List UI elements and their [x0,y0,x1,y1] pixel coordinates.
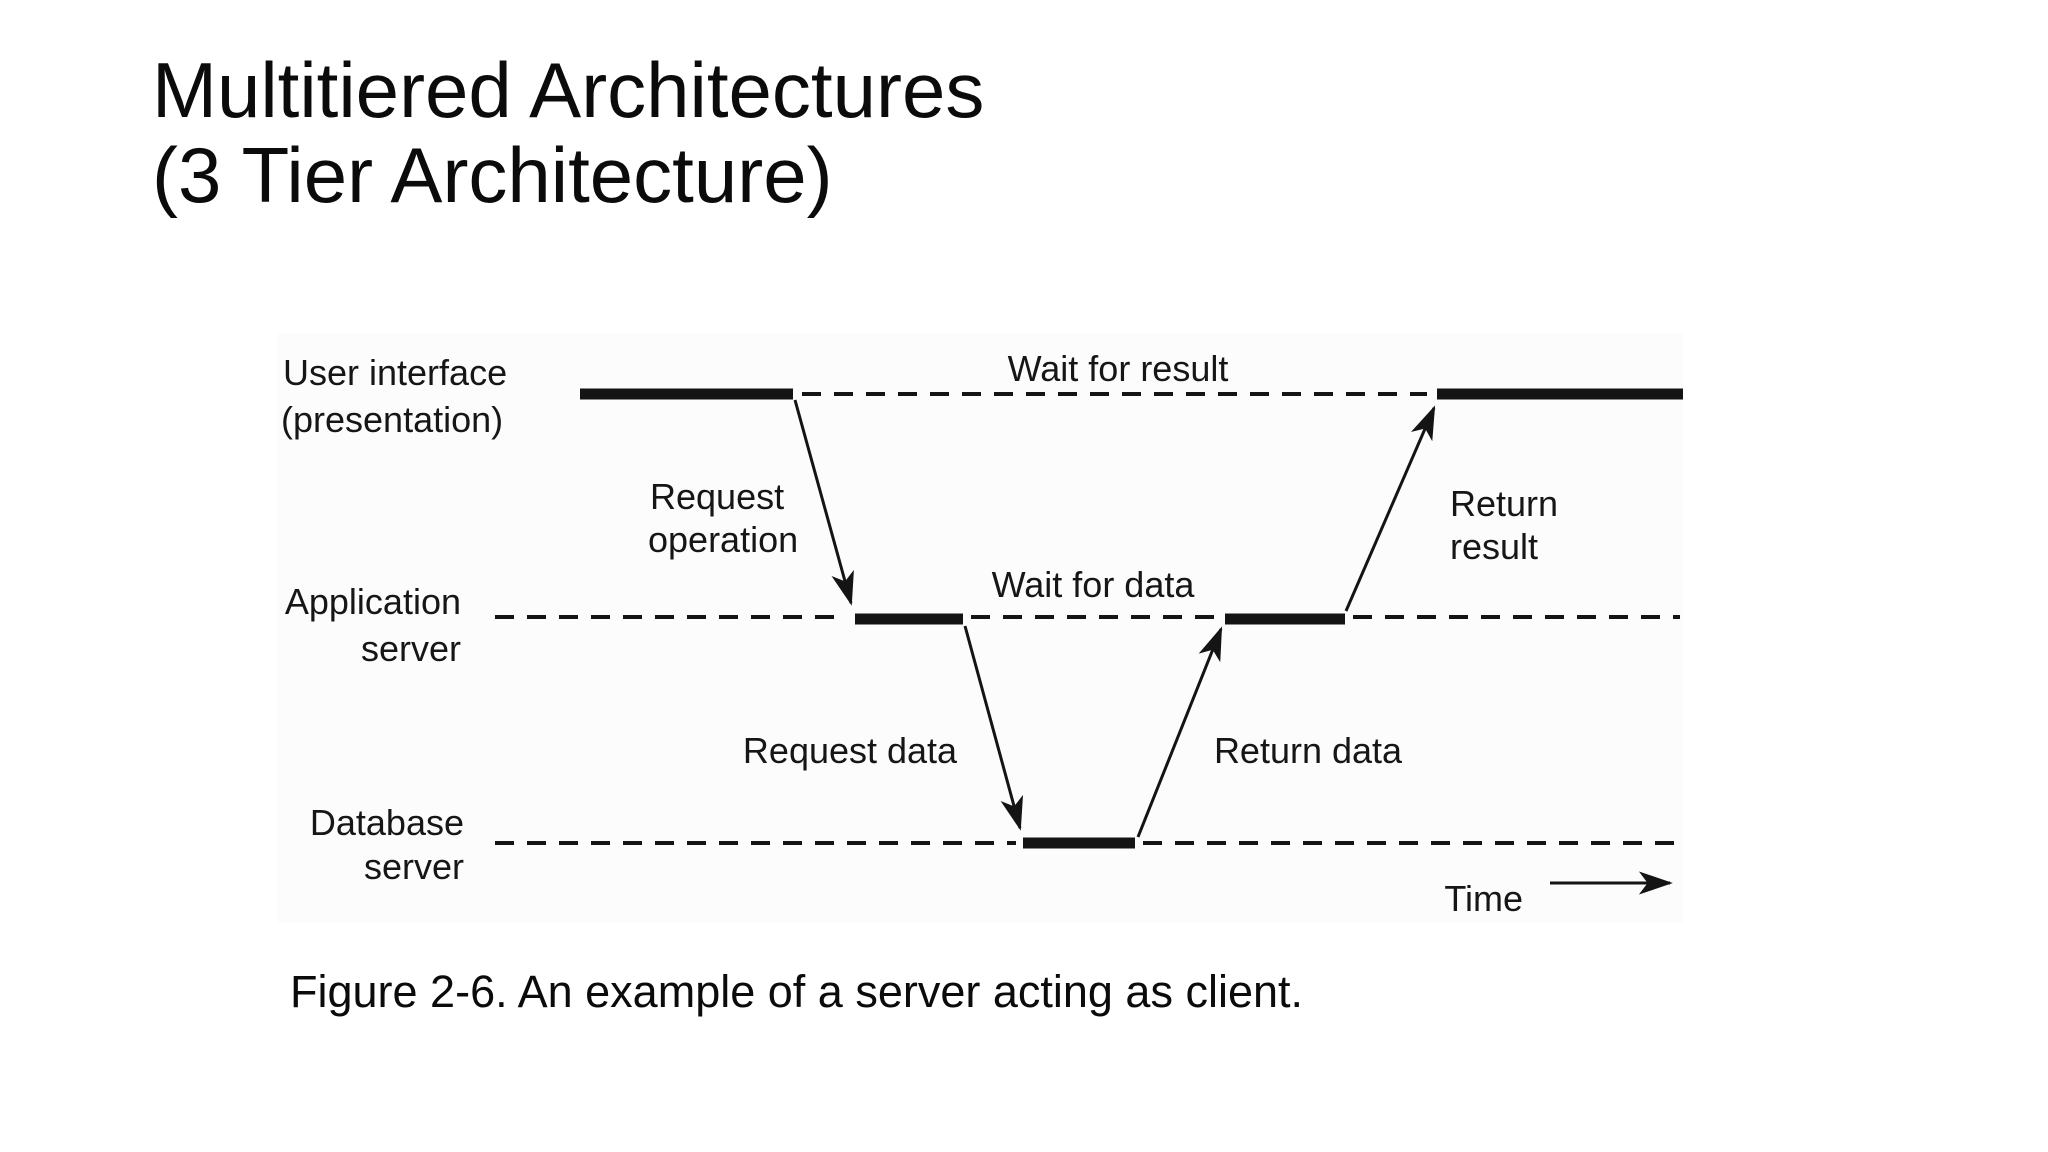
lifeline-label-application-line2: server [361,628,461,669]
return-data-arrow [1136,626,1223,838]
lifeline-label-database-line2: server [364,846,464,887]
request-data-label: Request data [743,730,958,771]
lifeline-label-user-interface-line2: (presentation) [281,399,503,440]
figure-caption: Figure 2-6. An example of a server actin… [290,966,1304,1017]
return-result-label-line1: Return [1450,483,1558,524]
slide-title-line2: (3 Tier Architecture) [152,131,833,220]
wait-for-result-label: Wait for result [1008,348,1229,389]
sequence-diagram-canvas: User interface (presentation) Applicatio… [281,348,1683,919]
request-operation-label-line2: operation [648,519,798,560]
return-result-label: Return result [1450,483,1558,567]
lifeline-label-user-interface-line1: User interface [283,352,507,393]
lifeline-label-application-server: Application server [285,581,461,669]
time-axis-label: Time [1444,878,1523,919]
application-server-lifeline [495,613,1680,625]
return-result-arrow [1344,405,1436,612]
request-operation-label: Request operation [648,476,798,560]
sequence-diagram: User interface (presentation) Applicatio… [278,333,1683,923]
lifeline-label-user-interface: User interface (presentation) [281,352,507,440]
slide-title: Multitiered Architectures (3 Tier Archit… [152,46,985,220]
request-operation-label-line1: Request [650,476,784,517]
return-data-label: Return data [1214,730,1403,771]
lifeline-label-database-server: Database server [310,802,464,887]
slide-title-line1: Multitiered Architectures [152,46,985,134]
request-operation-arrow [793,399,854,606]
return-result-label-line2: result [1450,526,1538,567]
lifeline-label-database-line1: Database [310,802,464,843]
request-data-arrow [963,625,1024,831]
lifeline-label-application-line1: Application [285,581,461,622]
wait-for-data-label: Wait for data [992,564,1196,605]
time-axis: Time [1444,871,1673,919]
